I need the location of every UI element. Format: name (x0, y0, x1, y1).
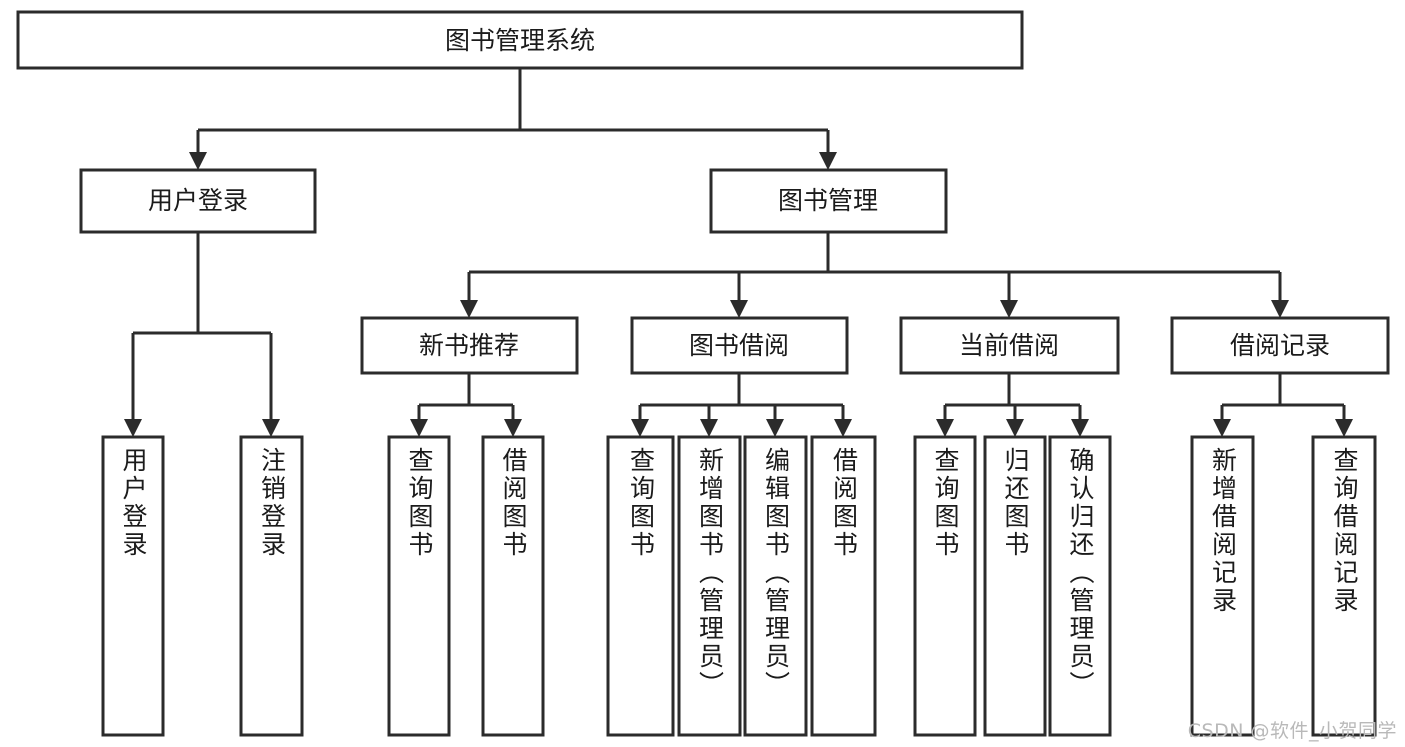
node-user-login[interactable]: 用户登录 (79, 168, 317, 234)
node-current-borrow-label: 当前借阅 (959, 331, 1059, 360)
node-new-book-recommend-label: 新书推荐 (419, 331, 519, 360)
leaf-box-query-book-current[interactable] (913, 435, 977, 737)
node-book-borrow[interactable]: 图书借阅 (630, 316, 849, 375)
leaf-box-borrow-book[interactable] (810, 435, 877, 737)
connector-root-to-level2 (189, 68, 837, 170)
leaf-box-borrow-book-rec[interactable] (481, 435, 545, 737)
leaf-box-query-borrow-record[interactable] (1311, 435, 1377, 737)
connector-newbook-to-leaves (410, 373, 522, 437)
connector-currentborrow-to-leaves (936, 373, 1089, 437)
leaf-box-return-book[interactable] (983, 435, 1047, 737)
leaf-box-query-book-borrow[interactable] (606, 435, 675, 737)
connector-bookborrow-to-leaves (631, 373, 852, 437)
connector-bookmgmt-to-level3 (460, 232, 1289, 318)
connector-userlogin-to-leaves (124, 232, 280, 437)
leaf-box-edit-book-admin[interactable] (743, 435, 808, 737)
node-book-management[interactable]: 图书管理 (709, 168, 948, 234)
leaf-box-query-book-rec[interactable] (387, 435, 451, 737)
connector-borrowrecord-to-leaves (1213, 373, 1353, 437)
node-book-management-label: 图书管理 (778, 186, 878, 215)
node-root[interactable]: 图书管理系统 (16, 10, 1024, 70)
csdn-watermark: CSDN @软件_小贺同学 (1187, 720, 1397, 742)
leaf-box-user-login[interactable] (101, 435, 165, 737)
node-new-book-recommend[interactable]: 新书推荐 (360, 316, 579, 375)
node-current-borrow[interactable]: 当前借阅 (899, 316, 1120, 375)
node-borrow-record-label: 借阅记录 (1230, 331, 1330, 360)
leaf-box-add-borrow-record[interactable] (1190, 435, 1255, 737)
leaf-box-confirm-return[interactable] (1048, 435, 1112, 737)
node-book-borrow-label: 图书借阅 (689, 331, 789, 360)
node-borrow-record[interactable]: 借阅记录 (1170, 316, 1390, 375)
node-root-label: 图书管理系统 (445, 26, 595, 55)
leaf-box-logout[interactable] (239, 435, 304, 737)
leaf-box-add-book-admin[interactable] (677, 435, 742, 737)
leaf-boxes (101, 435, 1377, 737)
node-user-login-label: 用户登录 (148, 186, 248, 215)
